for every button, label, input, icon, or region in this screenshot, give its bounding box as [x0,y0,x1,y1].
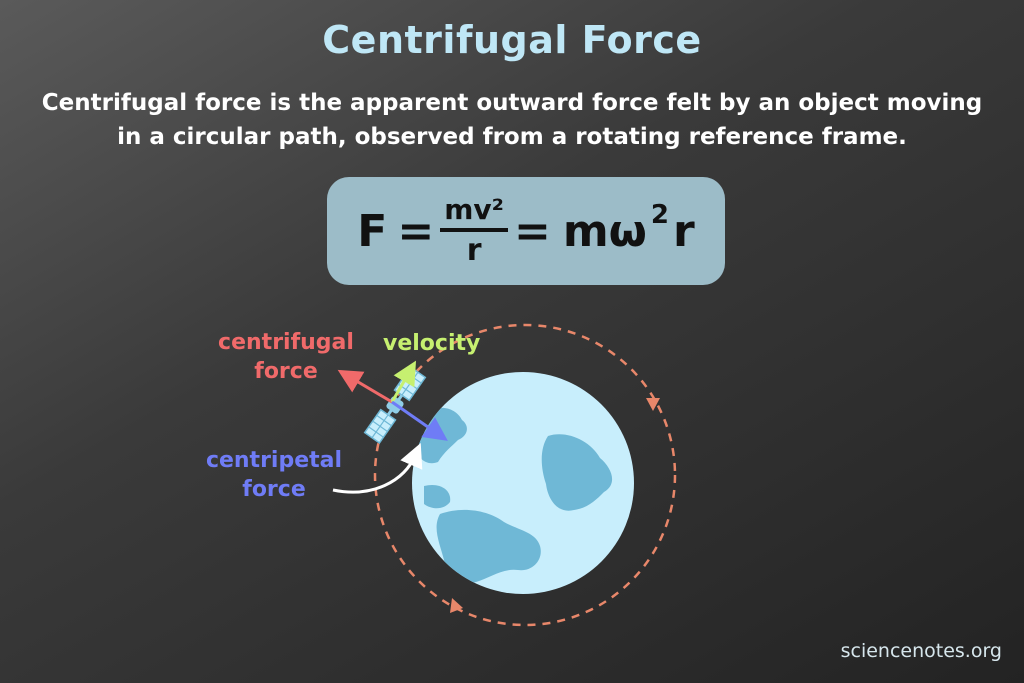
earth-icon [412,372,634,594]
centripetal-arrow [391,400,448,441]
formula-denominator: r [466,233,482,268]
formula-fraction: mv² r [440,194,508,268]
velocity-label: velocity [383,331,481,356]
formula-numerator: mv² [440,194,508,232]
velocity-arrow [390,360,417,403]
formula-rhs-tail: r [673,205,695,257]
centripetal-pointer-arrow [332,442,423,494]
centripetal-force-label: centripetal force [205,448,343,502]
formula: F = mv² r = mω 2 r [327,177,725,285]
formula-rhs-base: mω [562,205,647,257]
formula-equals-2: = [513,205,551,257]
formula-box: F = mv² r = mω 2 r [327,177,725,285]
page-title: Centrifugal Force [322,18,702,62]
formula-rhs-exponent: 2 [650,200,669,230]
orbit-path [373,323,677,627]
centrifugal-arrow [337,369,393,404]
source-credit: sciencenotes.org [840,640,1002,662]
definition-text: Centrifugal force is the apparent outwar… [41,90,983,150]
orbit-arrowhead-bottom [450,598,463,613]
centrifugal-force-label: centrifugal force [218,330,354,384]
orbit-arrowhead-right [646,398,660,411]
formula-lhs: F [357,205,388,257]
formula-equals-1: = [397,205,435,257]
